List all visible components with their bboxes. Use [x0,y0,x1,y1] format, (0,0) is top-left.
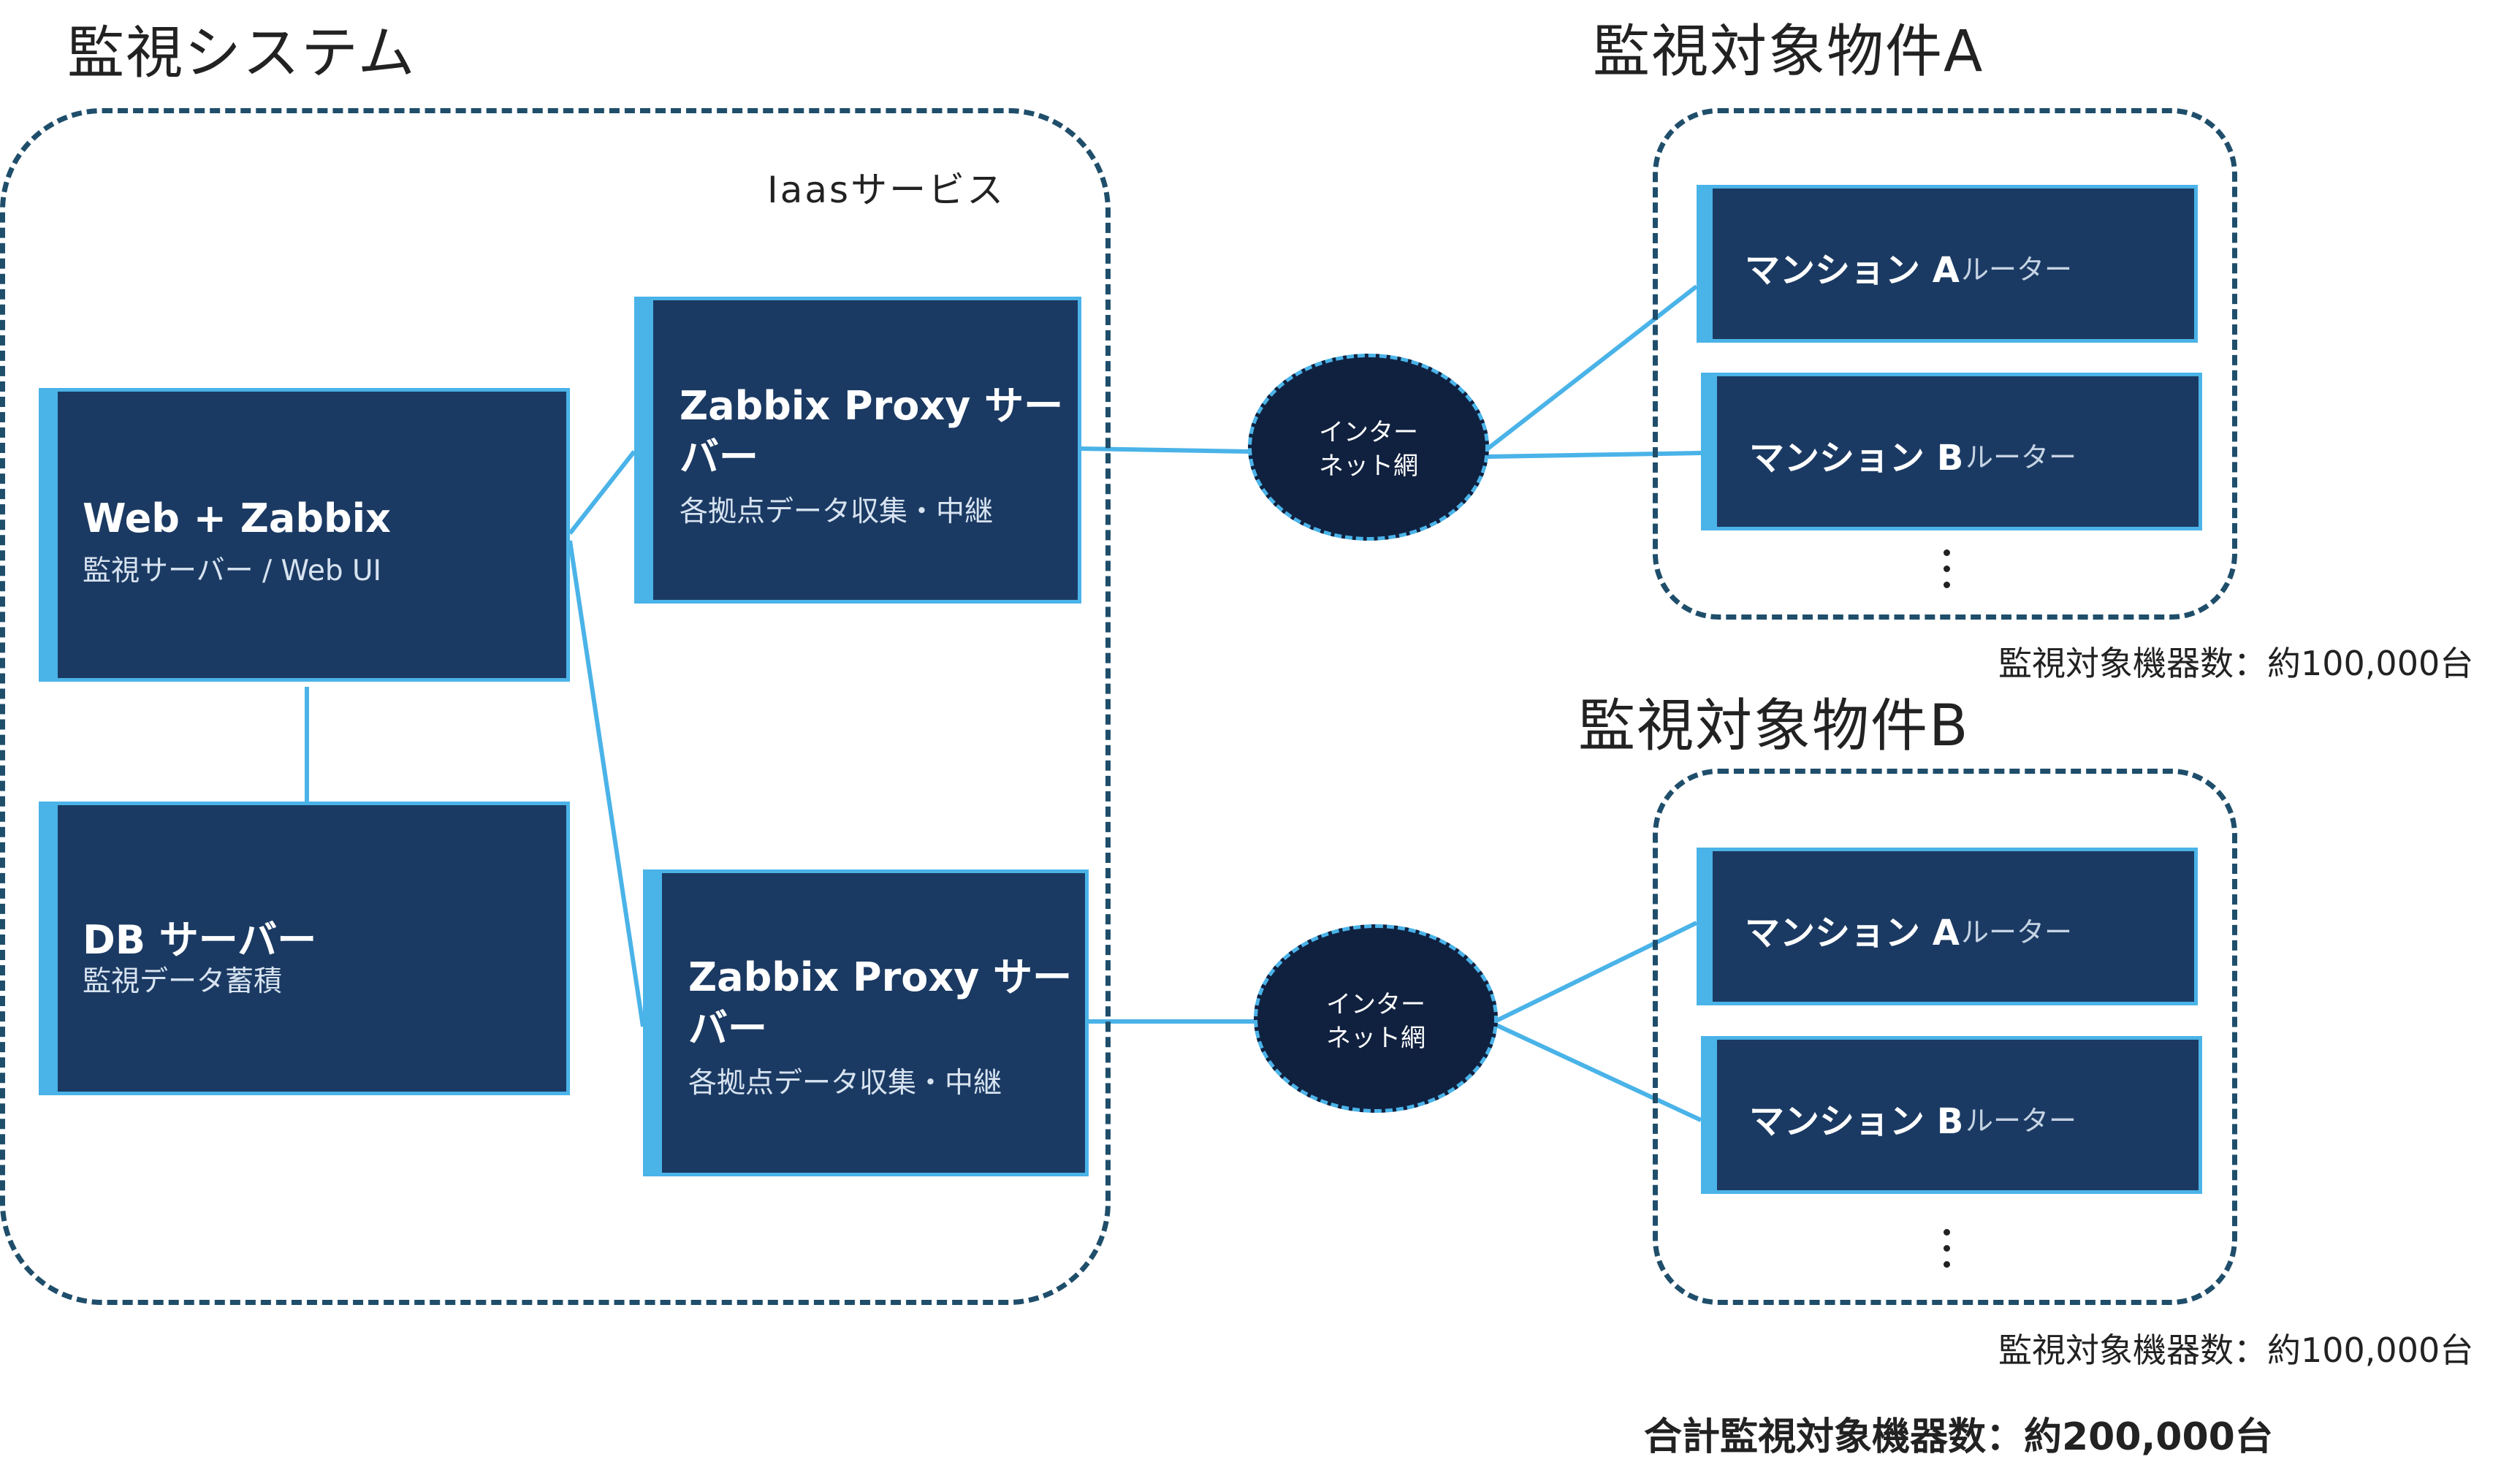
line-internet-1-to-router-a [1485,284,1698,452]
proxy-2-subtitle: 各拠点データ収集・中継 [688,1067,1002,1100]
zabbix-proxy-server-2-node: Zabbix Proxy サーバー 各拠点データ収集・中継 [643,869,1089,1176]
site-a-device-count: 監視対象機器数：約100,000台 [1998,644,2474,683]
site-b-router-b-name: マンション B [1749,1101,1964,1142]
site-a-router-b-tag: ルーター [1965,441,2077,473]
site-b-heading: 監視対象物件B [1578,693,1970,759]
proxy-1-title: Zabbix Proxy サーバー [680,383,1064,480]
internet-2-line2: ネット網 [1326,1024,1425,1053]
site-a-more-indicator [1944,549,1952,598]
zabbix-proxy-server-1-node: Zabbix Proxy サーバー 各拠点データ収集・中継 [634,297,1081,604]
db-server-node: DB サーバー 監視データ蓄積 [39,802,570,1095]
internet-cloud-2: インター ネット網 [1254,924,1498,1113]
line-web-to-proxy-2 [568,540,645,1027]
internet-1-line1: インター [1319,418,1418,447]
site-a-router-b: マンション B ルーター [1701,373,2202,530]
site-a-router-a-name: マンション A [1745,250,1960,291]
proxy-1-subtitle: 各拠点データ収集・中継 [680,495,994,528]
line-internet-2-to-router-a [1495,921,1698,1023]
site-b-router-a-name: マンション A [1745,913,1960,954]
proxy-2-title: Zabbix Proxy サーバー [688,954,1073,1051]
db-server-title: DB サーバー [83,917,317,963]
site-b-group [1653,769,2237,1305]
line-internet-2-to-router-b [1495,1023,1702,1122]
site-a-heading: 監視対象物件A [1593,19,1984,85]
site-b-router-b: マンション B ルーター [1701,1036,2202,1194]
iaas-service-label: Iaasサービス [767,169,1006,211]
site-a-router-a: マンション A ルーター [1697,185,2198,343]
internet-1-line2: ネット網 [1319,452,1418,481]
line-web-to-proxy-1 [568,450,636,535]
site-b-router-b-tag: ルーター [1965,1105,2077,1137]
total-device-count: 合計監視対象機器数：約200,000台 [1644,1415,2273,1459]
site-b-device-count: 監視対象機器数：約100,000台 [1998,1331,2474,1370]
web-server-title: Web + Zabbix [83,495,392,541]
site-a-router-a-tag: ルーター [1961,254,2073,286]
line-internet-1-to-router-b [1486,451,1702,459]
internet-cloud-1: インター ネット網 [1248,354,1489,541]
site-a-group [1653,108,2237,620]
monitoring-system-heading: 監視システム [67,20,416,86]
web-zabbix-server-node: Web + Zabbix 監視サーバー / Web UI [39,388,570,682]
web-server-subtitle: 監視サーバー / Web UI [83,555,382,587]
internet-2-line1: インター [1326,990,1425,1019]
monitoring-system-group [0,108,1111,1305]
site-b-router-a: マンション A ルーター [1697,848,2198,1005]
site-a-router-b-name: マンション B [1749,438,1964,479]
site-b-more-indicator [1944,1229,1952,1277]
db-server-subtitle: 監視データ蓄積 [83,965,283,998]
site-b-router-a-tag: ルーター [1961,916,2073,948]
